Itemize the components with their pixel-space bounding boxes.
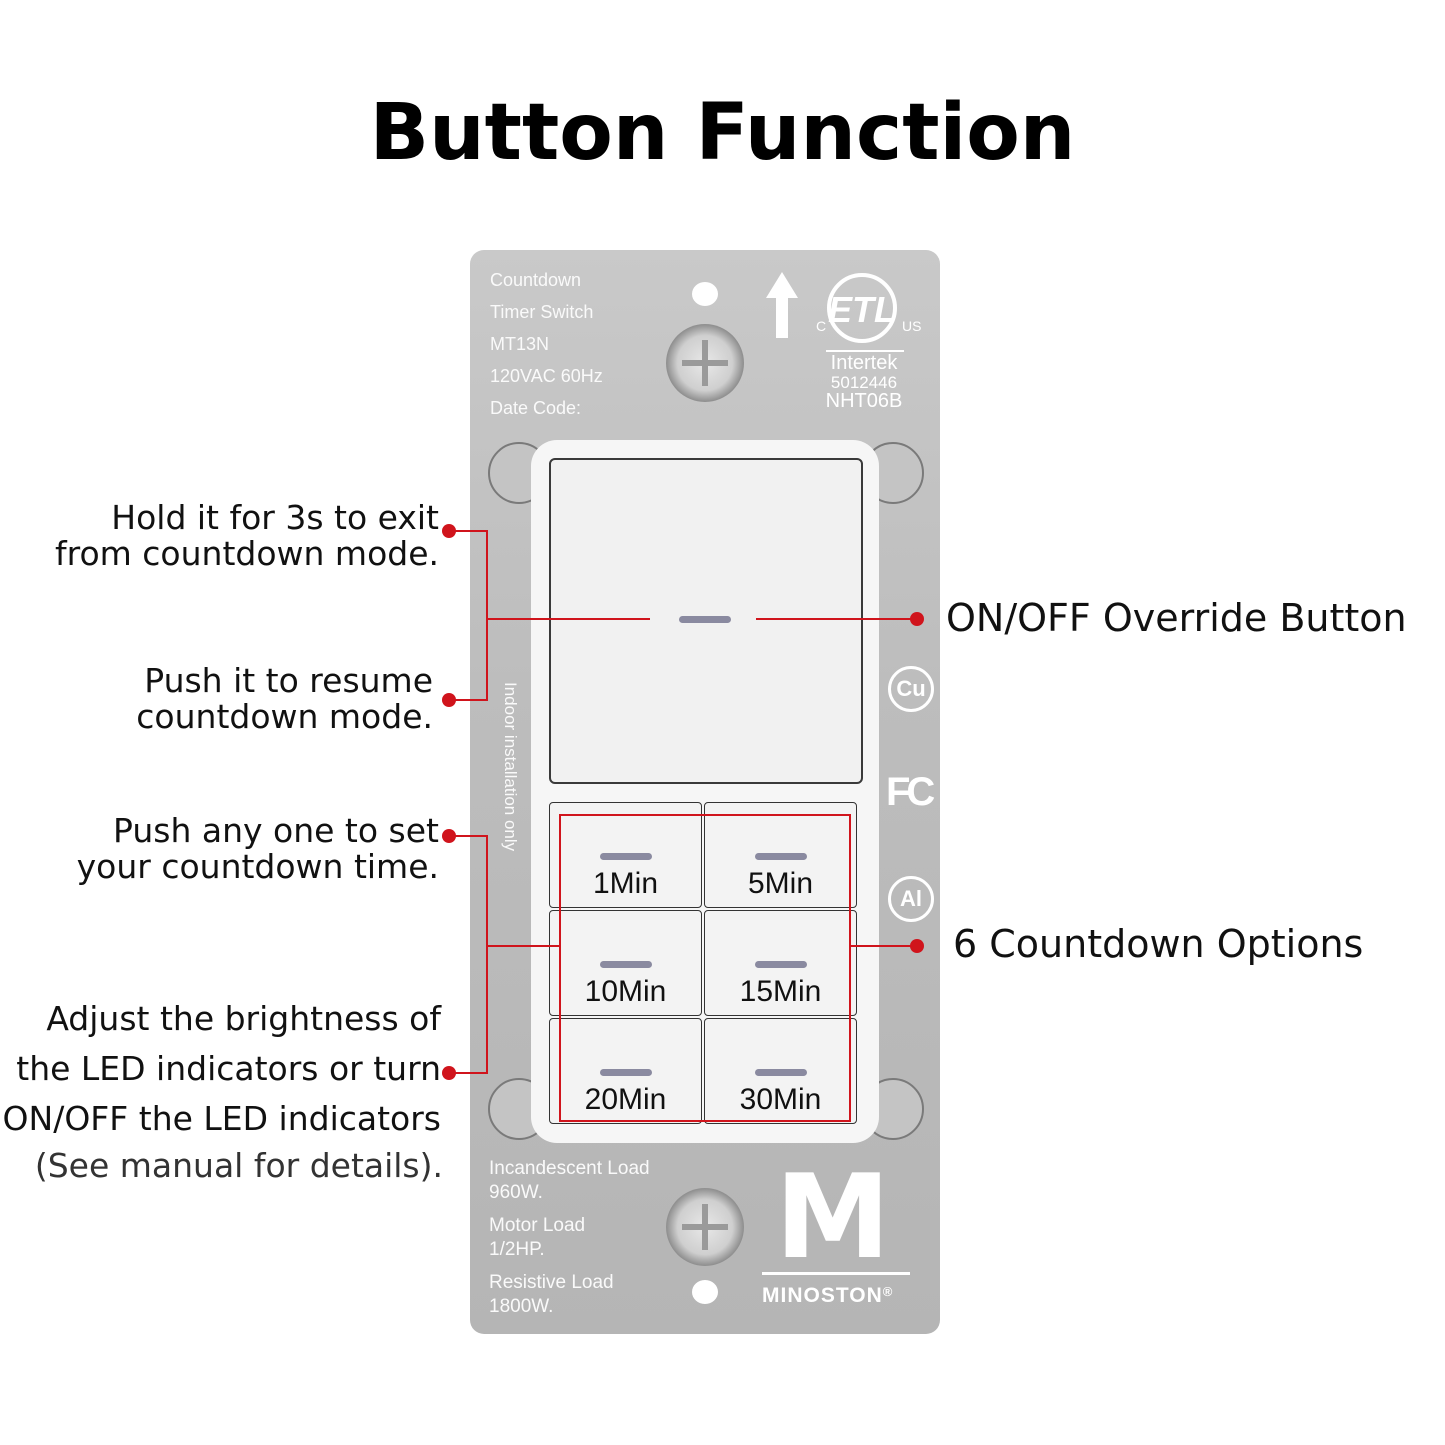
plate-info-line: Timer Switch (490, 302, 594, 322)
brand-reg: ® (882, 1284, 894, 1299)
annotation-line: Push any one to set (113, 811, 439, 850)
button-label: 10Min (584, 975, 667, 1008)
annotation-dot (442, 829, 456, 843)
countdown-button-1min[interactable]: 1Min (549, 802, 702, 908)
annotation-dot (910, 612, 924, 626)
button-label: 5Min (747, 867, 814, 900)
load-line: Incandescent Load (489, 1158, 650, 1179)
plate-info-line: MT13N (490, 334, 550, 354)
mounting-hole-bottom (692, 1280, 718, 1304)
load-line: 1/2HP. (489, 1239, 545, 1260)
annotation-line: Adjust the brightness of (46, 999, 441, 1038)
cert-code: NHT06B (825, 390, 903, 412)
countdown-button-5min[interactable]: 5Min (704, 802, 857, 908)
cert-us: US (902, 318, 922, 334)
load-line: Motor Load (489, 1215, 586, 1236)
annotation-line: from countdown mode. (55, 534, 439, 573)
brand-logo: M (775, 1150, 891, 1285)
annotation-dot (442, 524, 456, 538)
annotation-resume-countdown: Push it to resume countdown mode. (136, 663, 433, 735)
cert-number: 5012446 (830, 373, 898, 392)
brand-name-text: MINOSTON (762, 1284, 883, 1307)
annotation-dot (442, 1066, 456, 1080)
load-line: 1800W. (489, 1296, 554, 1317)
etl-logo-icon: ETL (827, 273, 897, 343)
override-led (679, 616, 731, 623)
load-line: Resistive Load (489, 1272, 614, 1293)
mounting-hole-top (692, 282, 718, 306)
countdown-button-10min[interactable]: 10Min (549, 910, 702, 1016)
load-ratings: Incandescent Load 960W. Motor Load 1/2HP… (489, 1157, 650, 1319)
annotation-manual-note: (See manual for details). (34, 1146, 443, 1185)
etl-mark: ETL (828, 289, 896, 330)
vertical-install-note: Indoor installation only (501, 682, 520, 852)
countdown-button-20min[interactable]: 20Min (549, 1018, 702, 1124)
annotation-line: countdown mode. (136, 697, 433, 736)
screw-top-icon (666, 324, 744, 402)
button-label: 15Min (739, 975, 822, 1008)
screw-bottom-icon (666, 1188, 744, 1266)
brand-name: MINOSTON® (762, 1284, 893, 1308)
annotation-override-button: ON/OFF Override Button (946, 596, 1407, 640)
button-label: 20Min (584, 1083, 667, 1116)
annotation-line: Hold it for 3s to exit (111, 498, 439, 537)
up-arrow-icon (766, 272, 798, 338)
annotation-led-brightness: Adjust the brightness of the LED indicat… (3, 994, 441, 1144)
countdown-button-15min[interactable]: 15Min (704, 910, 857, 1016)
annotation-countdown-options: 6 Countdown Options (953, 922, 1364, 966)
countdown-button-grid: 1Min 5Min 10Min 15Min 20Min 30Min (549, 802, 859, 1126)
annotation-set-countdown: Push any one to set your countdown time. (77, 813, 439, 885)
plate-info-line: Countdown (490, 270, 582, 290)
plate-info: Countdown Timer Switch MT13N 120VAC 60Hz… (490, 264, 603, 424)
annotation-line: the LED indicators or turn (16, 1049, 441, 1088)
cu-badge-icon: Cu (888, 666, 934, 712)
page-title: Button Function (369, 88, 1076, 178)
load-line: 960W. (489, 1182, 543, 1203)
annotation-dot (910, 939, 924, 953)
annotation-dot (442, 693, 456, 707)
annotation-line: your countdown time. (76, 847, 439, 886)
annotation-line: Push it to resume (144, 661, 433, 700)
cert-c: C (816, 318, 827, 334)
al-badge-icon: Al (888, 876, 934, 922)
countdown-button-30min[interactable]: 30Min (704, 1018, 857, 1124)
plate-info-line: 120VAC 60Hz (490, 366, 603, 386)
annotation-line: ON/OFF the LED indicators (2, 1099, 441, 1138)
plate-info-line: Date Code: (490, 398, 582, 418)
annotation-exit-countdown: Hold it for 3s to exit from countdown mo… (55, 500, 439, 572)
cert-company: Intertek (830, 352, 898, 374)
cert-info: Intertek 5012446 NHT06B (804, 352, 924, 412)
fcc-logo-icon: FC (886, 770, 935, 814)
button-label: 30Min (739, 1083, 822, 1116)
button-label: 1Min (592, 867, 659, 900)
